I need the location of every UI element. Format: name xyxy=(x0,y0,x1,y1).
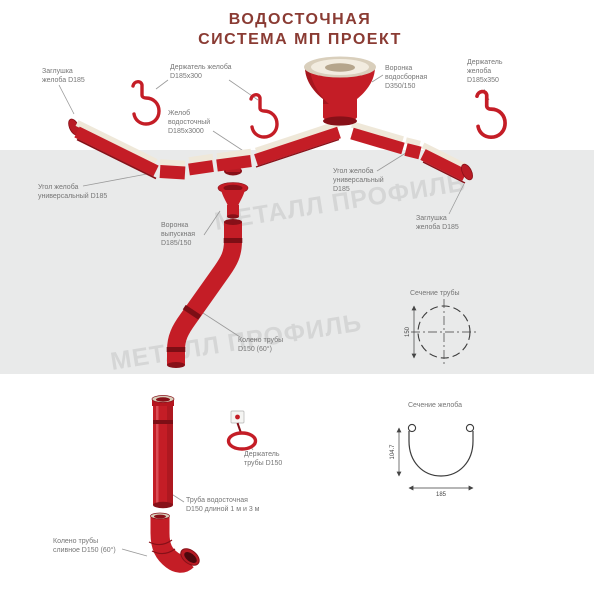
label-gutter-section-title: Сечение желоба xyxy=(408,402,463,409)
gutter-assembly xyxy=(68,118,473,184)
gutter-corner-left xyxy=(159,159,186,180)
gutter-holders xyxy=(131,80,507,140)
gutter-holder-hook xyxy=(131,80,161,126)
downpipe xyxy=(151,395,175,509)
gutter-segment-short xyxy=(188,153,214,176)
background-band xyxy=(0,150,594,374)
label-gutter-corner-right: Угол желоба универсальный D185 xyxy=(333,168,384,194)
label-gutter: Желоб водосточный D185х3000 xyxy=(168,110,211,136)
gutter-segment-end-right xyxy=(420,142,468,184)
label-gutter-corner-left: Угол желоба универсальный D185 xyxy=(38,184,108,201)
label-gutter-holder-right: Держатель желоба D185х350 xyxy=(467,59,503,85)
page-title-line2: СИСТЕМА МП ПРОЕКТ xyxy=(198,31,402,48)
page-title: ВОДОСТОЧНАЯ СИСТЕМА МП ПРОЕКТ xyxy=(0,10,600,50)
gutter-width-dimension: 185 xyxy=(436,492,447,498)
collector-funnel xyxy=(304,56,376,126)
label-gutter-cap-left: Заглушка желоба D185 xyxy=(42,68,85,85)
pipe-holder xyxy=(226,410,258,451)
page-title-line1: ВОДОСТОЧНАЯ xyxy=(228,11,372,28)
label-gutter-holder-left: Держатель желоба D185х300 xyxy=(170,64,232,81)
label-drain-elbow: Колено трубы сливное D150 (60°) xyxy=(53,538,116,555)
gutter-segment-long xyxy=(254,120,341,168)
pipe-elbow-assembly xyxy=(166,219,243,368)
gutter-end-cap-right xyxy=(461,163,473,181)
label-gutter-cap-right: Заглушка желоба D185 xyxy=(416,215,459,232)
label-pipe-section-title: Сечение трубы xyxy=(410,290,460,297)
label-collector-funnel: Воронка водосборная D350/150 xyxy=(385,65,428,91)
pipe-diameter-dimension: 150 xyxy=(405,326,411,337)
drain-elbow xyxy=(148,512,200,573)
gutter-corner-right xyxy=(404,137,422,160)
pipe-cross-section: 150 xyxy=(405,299,477,365)
gutter-holder-hook xyxy=(249,93,279,139)
gutter-segment-right xyxy=(350,121,405,155)
label-pipe-elbow: Колено трубы D150 (60°) xyxy=(238,337,284,354)
watermark-text: МЕТАЛЛ ПРОФИЛЬ xyxy=(109,309,364,376)
gutter-height-dimension: 104.7 xyxy=(390,444,396,460)
label-pipe: Труба водосточная D150 длиной 1 м и 3 м xyxy=(186,497,260,514)
outlet-funnel xyxy=(217,182,249,219)
gutter-holder-hook xyxy=(475,89,507,140)
gutter-cross-section: 104.7 185 xyxy=(390,423,475,498)
label-pipe-holder: Держатель трубы D150 xyxy=(244,451,283,468)
gutter-segment-left xyxy=(74,120,159,180)
label-outlet-funnel: Воронка выпускная D185/150 xyxy=(161,222,196,248)
gutter-segment-outlet xyxy=(216,148,252,176)
